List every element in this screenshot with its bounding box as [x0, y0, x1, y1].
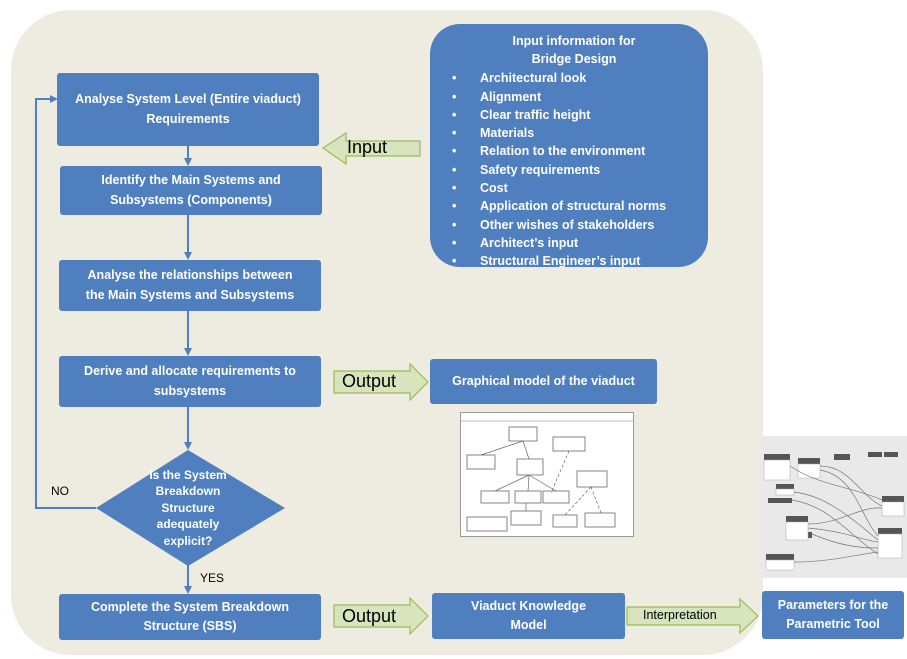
interpretation-arrow [626, 597, 759, 635]
input-information-list: Architectural look Alignment Clear traff… [450, 69, 698, 271]
output-arrow-2-label: Output [342, 606, 397, 626]
list-item: Relation to the environment [452, 142, 698, 161]
no-label: NO [51, 484, 69, 498]
step-analyse-system: Analyse System Level (Entire viaduct) Re… [57, 73, 319, 146]
uml-diagram-image [461, 420, 633, 532]
output-arrow-1 [333, 362, 429, 402]
step-complete-sbs: Complete the System Breakdown Structure … [59, 594, 321, 640]
graphical-model-box: Graphical model of the viaduct [430, 359, 657, 404]
list-item: Safety requirements [452, 161, 698, 180]
list-item: Structural Engineer’s input [452, 252, 698, 271]
step-analyse-relationships: Analyse the relationships between the Ma… [59, 260, 321, 311]
node-graph-image [763, 452, 905, 571]
decision-text: Is the System Breakdown Structure adequa… [149, 467, 227, 548]
list-item: Other wishes of stakeholders [452, 216, 698, 235]
list-item: Clear traffic height [452, 106, 698, 125]
output-arrow-1-label: Output [342, 371, 397, 391]
yes-label: YES [200, 571, 225, 585]
list-item: Alignment [452, 88, 698, 107]
list-item: Architect’s input [452, 234, 698, 253]
input-information-title: Input information for Bridge Design [512, 34, 636, 67]
list-item: Cost [452, 179, 698, 198]
input-arrow-label: Input [347, 137, 388, 157]
parametric-tool-thumbnail [760, 436, 907, 578]
input-arrow [321, 131, 421, 166]
step-derive-allocate: Derive and allocate requirements to subs… [59, 356, 321, 407]
input-information-box: Input information for Bridge Design Arch… [430, 24, 708, 271]
list-item: Materials [452, 124, 698, 143]
graphical-model-thumbnail [460, 412, 634, 537]
connector-no-loop [35, 95, 96, 509]
list-item: Application of structural norms [452, 197, 698, 216]
output-arrow-2 [333, 596, 429, 636]
knowledge-model-box: Viaduct Knowledge Model [432, 593, 625, 639]
decision-diamond [96, 450, 285, 566]
step-identify-main-systems: Identify the Main Systems and Subsystems… [60, 166, 322, 215]
parameters-box: Parameters for the Parametric Tool [762, 591, 904, 639]
interpretation-label: Interpretation [643, 608, 717, 622]
list-item: Architectural look [452, 69, 698, 88]
